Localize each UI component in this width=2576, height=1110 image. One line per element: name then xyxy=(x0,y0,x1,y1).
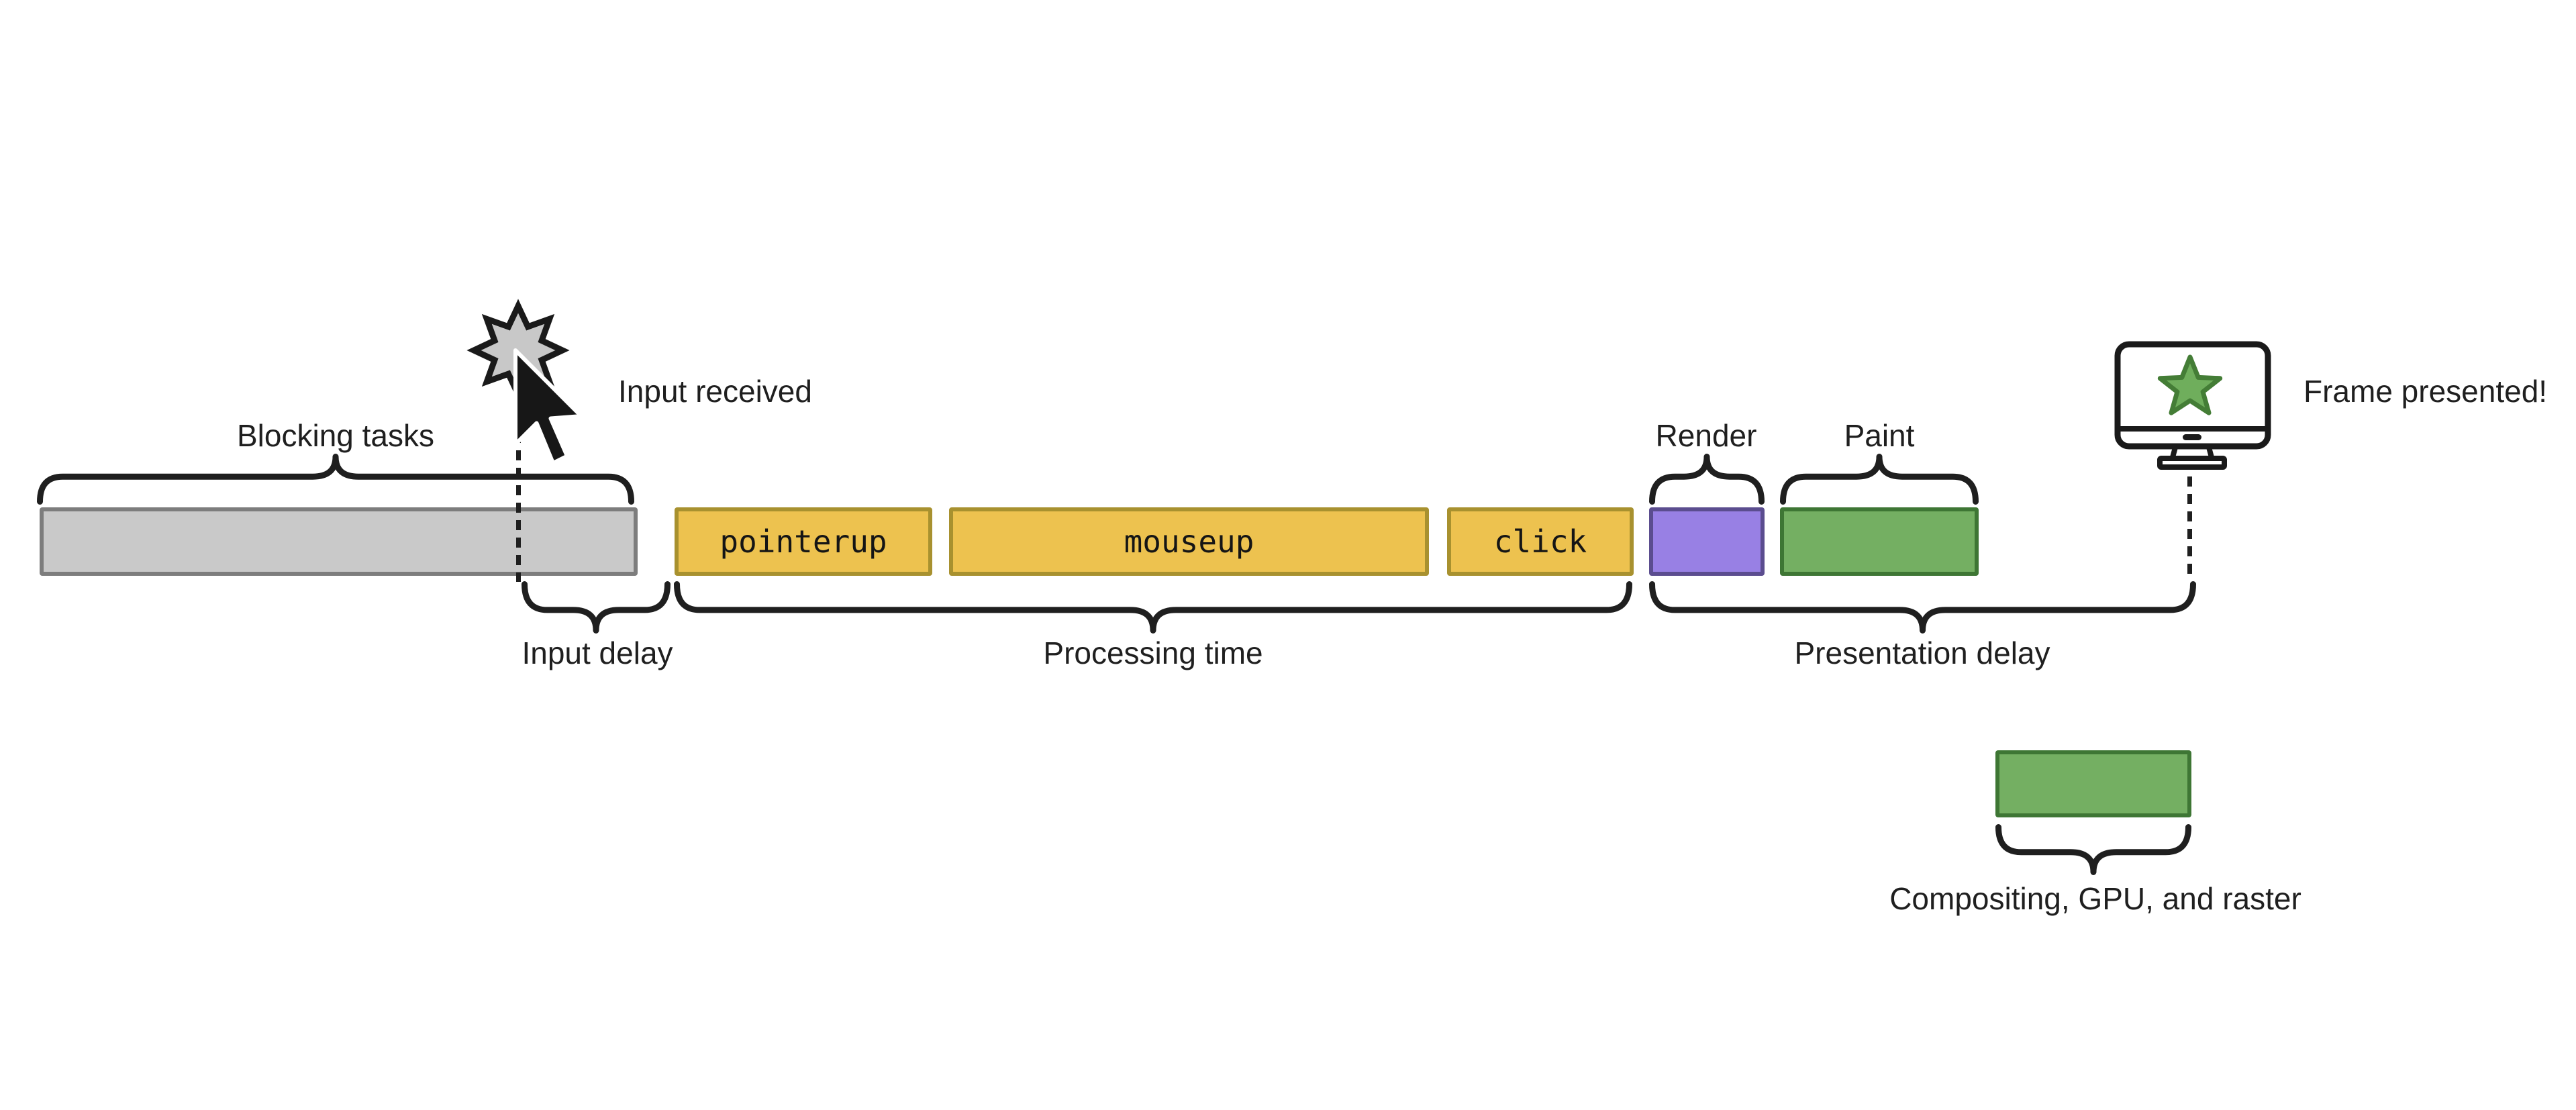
mouse-cursor-icon xyxy=(513,348,583,465)
event-bar-label: mouseup xyxy=(1124,523,1254,560)
input-received-label: Input received xyxy=(618,374,812,409)
paint-bar xyxy=(1780,507,1979,576)
blocking-tasks-label: Blocking tasks xyxy=(236,418,435,453)
input-received-dotted-line xyxy=(516,433,521,582)
blocking-tasks-brace xyxy=(37,454,634,505)
frame-presented-dotted-line xyxy=(2187,476,2192,578)
blocking-tasks-bar xyxy=(40,507,638,576)
star-icon xyxy=(2157,354,2223,415)
paint-brace xyxy=(1780,454,1979,505)
compositing-brace xyxy=(1995,824,2191,875)
monitor-icon xyxy=(2114,341,2271,470)
input-delay-label: Input delay xyxy=(522,636,673,670)
frame-presented-label: Frame presented! xyxy=(2303,374,2548,409)
input-delay-brace xyxy=(522,581,671,634)
presentation-delay-label: Presentation delay xyxy=(1794,636,2050,670)
processing-time-label: Processing time xyxy=(1043,636,1263,670)
compositing-bar xyxy=(1995,750,2191,817)
paint-label: Paint xyxy=(1844,418,1915,453)
event-bar-pointerup: pointerup xyxy=(675,507,932,576)
render-bar xyxy=(1649,507,1765,576)
processing-time-brace xyxy=(674,581,1632,634)
monitor-slot xyxy=(2183,434,2201,440)
presentation-delay-brace xyxy=(1649,581,2196,634)
render-label: Render xyxy=(1655,418,1757,453)
event-bar-label: click xyxy=(1493,523,1587,560)
event-bar-label: pointerup xyxy=(720,523,887,560)
compositing-label: Compositing, GPU, and raster xyxy=(1889,881,2301,916)
render-brace xyxy=(1649,454,1765,505)
event-bar-mouseup: mouseup xyxy=(949,507,1429,576)
event-bar-click: click xyxy=(1447,507,1634,576)
